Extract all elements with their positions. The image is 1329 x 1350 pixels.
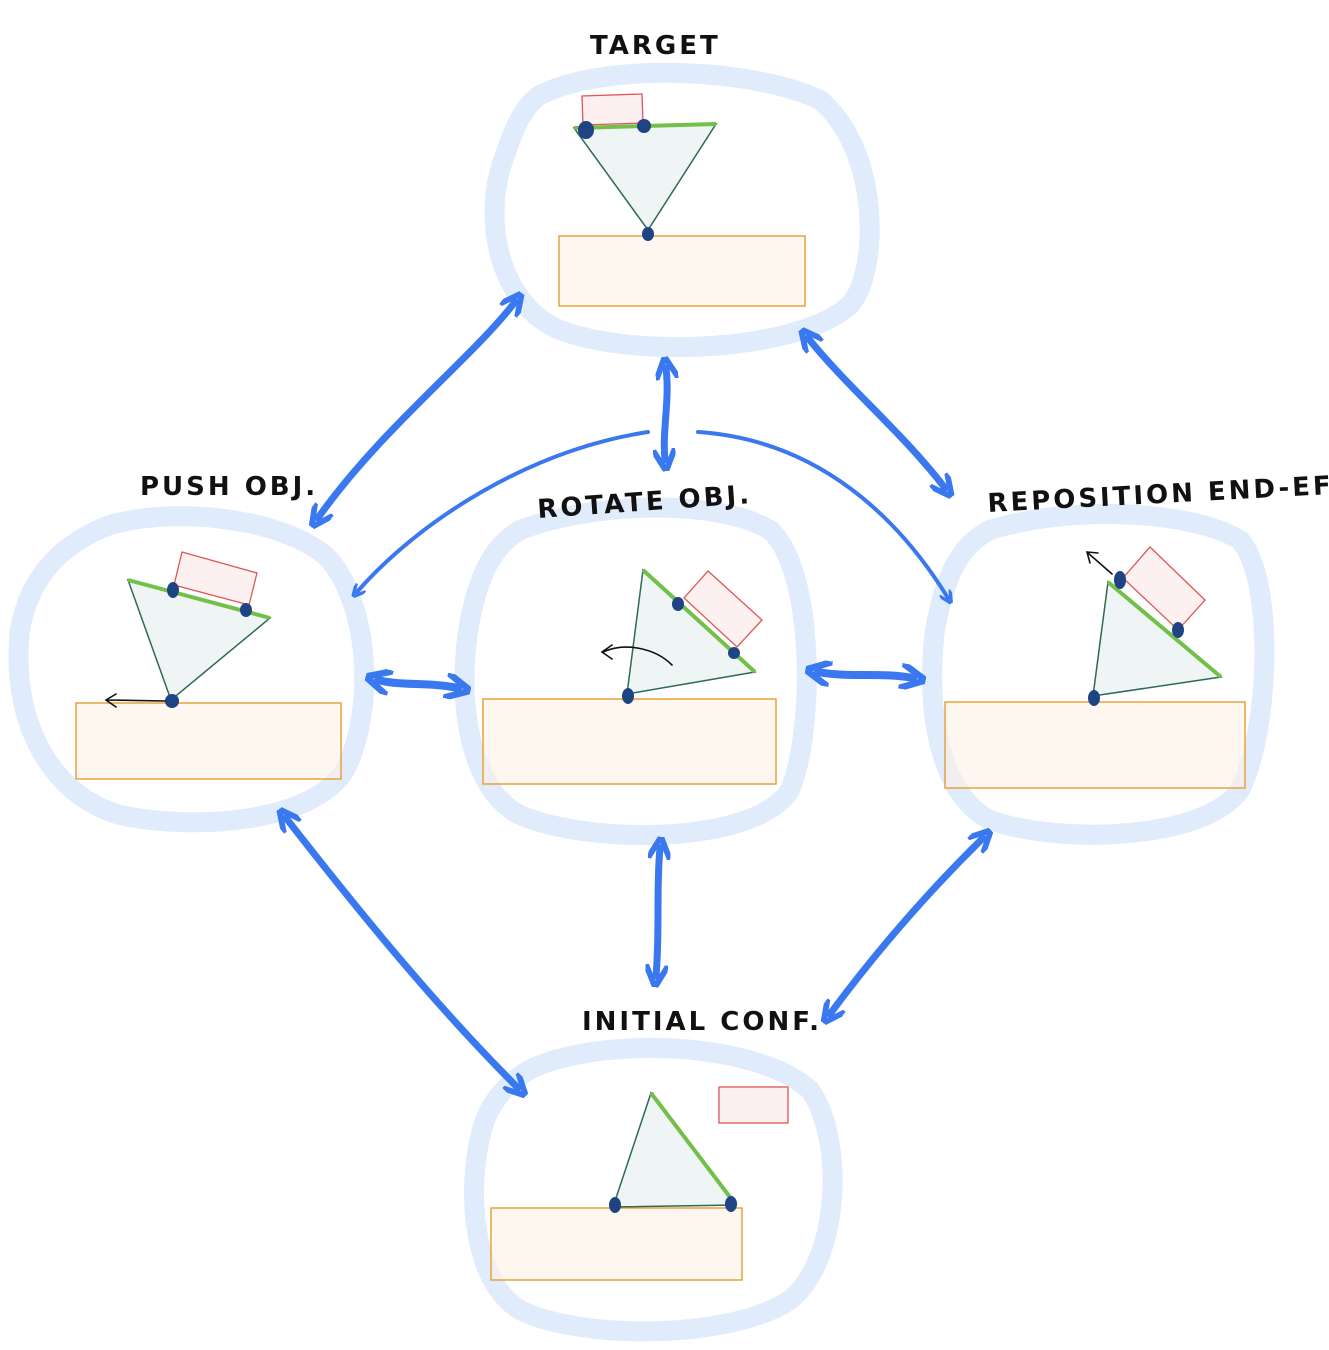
target-contact-dot xyxy=(578,121,594,139)
reposition-contact-dot xyxy=(1114,571,1126,589)
push-ring xyxy=(8,506,375,833)
target-contact-dot xyxy=(637,119,651,133)
reposition-table xyxy=(944,701,1246,789)
rotate-object-box xyxy=(683,570,763,648)
initial-ring xyxy=(464,1037,843,1342)
target-label: TARGET xyxy=(590,31,721,61)
arrow-center-to-push xyxy=(357,430,650,592)
arrow-target-reposition xyxy=(808,338,945,488)
rotate-contact-dot xyxy=(728,647,740,659)
target-table xyxy=(558,235,806,307)
initial-table xyxy=(490,1207,743,1281)
rotate-table xyxy=(482,698,777,785)
rotate-contact-dot xyxy=(622,688,634,704)
initial-label: INITIAL CONF. xyxy=(582,1007,822,1037)
state-target: TARGET xyxy=(484,31,880,358)
reposition-contact-edge xyxy=(1106,580,1223,679)
push-motion-arrow xyxy=(104,693,166,708)
initial-contact-edge xyxy=(649,1091,738,1207)
target-triangle xyxy=(572,123,718,232)
arrow-target-rotate xyxy=(664,368,667,460)
state-reposition: REPOSITION END-EFF. xyxy=(922,469,1329,845)
rotate-motion-arrow xyxy=(600,644,673,666)
state-initial: INITIAL CONF. xyxy=(464,1007,843,1342)
initial-contact-dot xyxy=(609,1197,621,1213)
state-rotate: ROTATE OBJ. xyxy=(454,480,817,846)
state-push: PUSH OBJ. xyxy=(8,472,375,833)
initial-object-box xyxy=(718,1086,789,1124)
arrow-push-initial xyxy=(286,818,518,1088)
push-table xyxy=(75,702,342,780)
reposition-contact-dot xyxy=(1172,622,1184,638)
initial-triangle xyxy=(611,1091,738,1208)
reposition-contact-dot xyxy=(1088,690,1100,706)
arrow-target-push xyxy=(318,302,515,518)
reposition-motion-arrow xyxy=(1085,551,1113,575)
push-contact-dot xyxy=(240,603,252,617)
target-object-box xyxy=(581,93,644,126)
arrow-center-to-reposition xyxy=(696,430,948,598)
rotate-ring xyxy=(454,497,817,846)
push-label: PUSH OBJ. xyxy=(140,472,318,502)
arrow-push-rotate xyxy=(378,680,458,688)
target-contact-dot xyxy=(642,227,654,241)
reposition-ring xyxy=(922,504,1275,845)
initial-contact-dot xyxy=(725,1196,737,1212)
transition-arrows xyxy=(286,302,983,1088)
arrow-reposition-initial xyxy=(830,838,983,1014)
push-contact-dot xyxy=(167,582,179,598)
arrow-rotate-reposition xyxy=(818,672,913,678)
push-contact-dot xyxy=(165,694,179,708)
arrow-rotate-initial xyxy=(656,848,660,976)
rotate-contact-dot xyxy=(672,597,684,611)
